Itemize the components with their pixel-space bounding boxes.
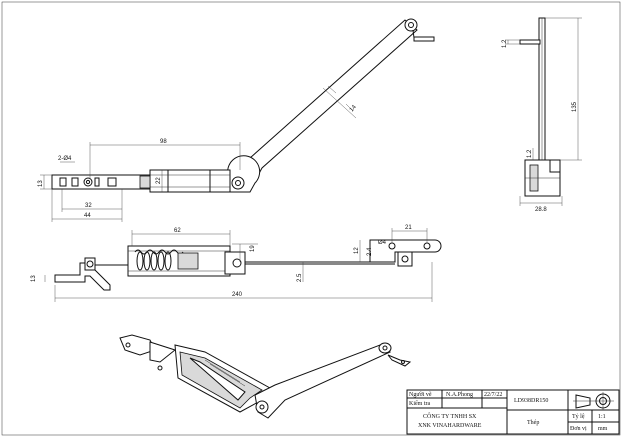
tb-drawn-by: N.A.Phong	[446, 392, 473, 398]
dim-top-hole-dia: 2-Ø4	[58, 156, 72, 162]
isometric-view	[119, 334, 412, 419]
tb-company-line1: CÔNG TY TNHH SX	[423, 412, 477, 420]
iso-hinge	[255, 400, 269, 414]
tb-part-code: LD938DR150	[514, 398, 548, 404]
top-arm-end-tab	[413, 36, 435, 42]
tb-unit-value: mm	[598, 426, 608, 432]
top-bracket	[51, 174, 151, 190]
tb-date: 22/7/22	[484, 392, 502, 398]
top-bracket-rivet	[83, 177, 93, 187]
side-view: 1.2 135 1.2 28.8	[502, 17, 582, 213]
dim-front-offset: 2.5	[297, 273, 303, 282]
tb-drawn-by-label: Người vẽ	[409, 392, 432, 398]
dim-side-gap-lower: 1.2	[527, 149, 533, 158]
top-hinge-pin-outer	[231, 176, 245, 190]
dim-top-arm-width: 14	[349, 104, 358, 113]
dim-side-gap: 1.2	[502, 39, 508, 48]
top-arm	[235, 19, 418, 191]
dim-side-height: 135	[572, 101, 578, 112]
top-view: 14 98 22 13 2-Ø4 32	[38, 18, 435, 222]
tb-company-line2: XNK VINAHARDWARE	[418, 423, 482, 429]
front-left-bracket	[54, 262, 111, 291]
tb-scale-value: 1:1	[598, 414, 606, 420]
dim-right-bracket-height: 12	[354, 247, 360, 254]
dim-top-hole-spacing: 32	[85, 203, 92, 209]
dim-right-hole-spacing: 21	[405, 225, 412, 231]
title-block: Người vẽ N.A.Phong 22/7/22 Kiểm tra LD93…	[406, 389, 620, 435]
top-arm-end-boss	[404, 18, 418, 32]
front-right-bracket	[369, 239, 442, 263]
dim-right-bracket-small: 2.4	[367, 247, 373, 256]
dim-top-length: 98	[160, 139, 167, 145]
top-hinge-pin	[235, 180, 241, 186]
dim-top-height: 13	[38, 180, 44, 187]
arm-width-dim-line	[322, 87, 357, 119]
tb-checked-label: Kiểm tra	[409, 400, 430, 407]
front-view: 62 19 240 13 2.5 12 2.4 Ø4 21	[31, 225, 442, 302]
iso-arm	[254, 344, 392, 419]
tb-material: Thép	[527, 420, 539, 426]
dim-side-width: 28.8	[535, 207, 547, 213]
tb-unit-label: Đơn vị	[570, 426, 587, 432]
tb-scale-label: Tỷ lệ	[572, 414, 585, 420]
dim-front-spring-length: 62	[174, 228, 181, 234]
dim-top-width: 22	[156, 177, 162, 184]
dim-front-total-length: 240	[232, 292, 243, 298]
projection-symbol-icon	[573, 392, 614, 410]
dim-front-bracket-height: 13	[31, 275, 37, 282]
top-hinge	[227, 155, 261, 193]
side-top-tab	[519, 39, 541, 45]
dim-top-bracket-length: 44	[84, 213, 91, 219]
dim-right-hole-dia: Ø4	[378, 240, 387, 246]
dim-front-height: 19	[250, 245, 256, 252]
front-spring-coil	[136, 251, 144, 271]
top-arm-end-hole	[408, 22, 414, 28]
